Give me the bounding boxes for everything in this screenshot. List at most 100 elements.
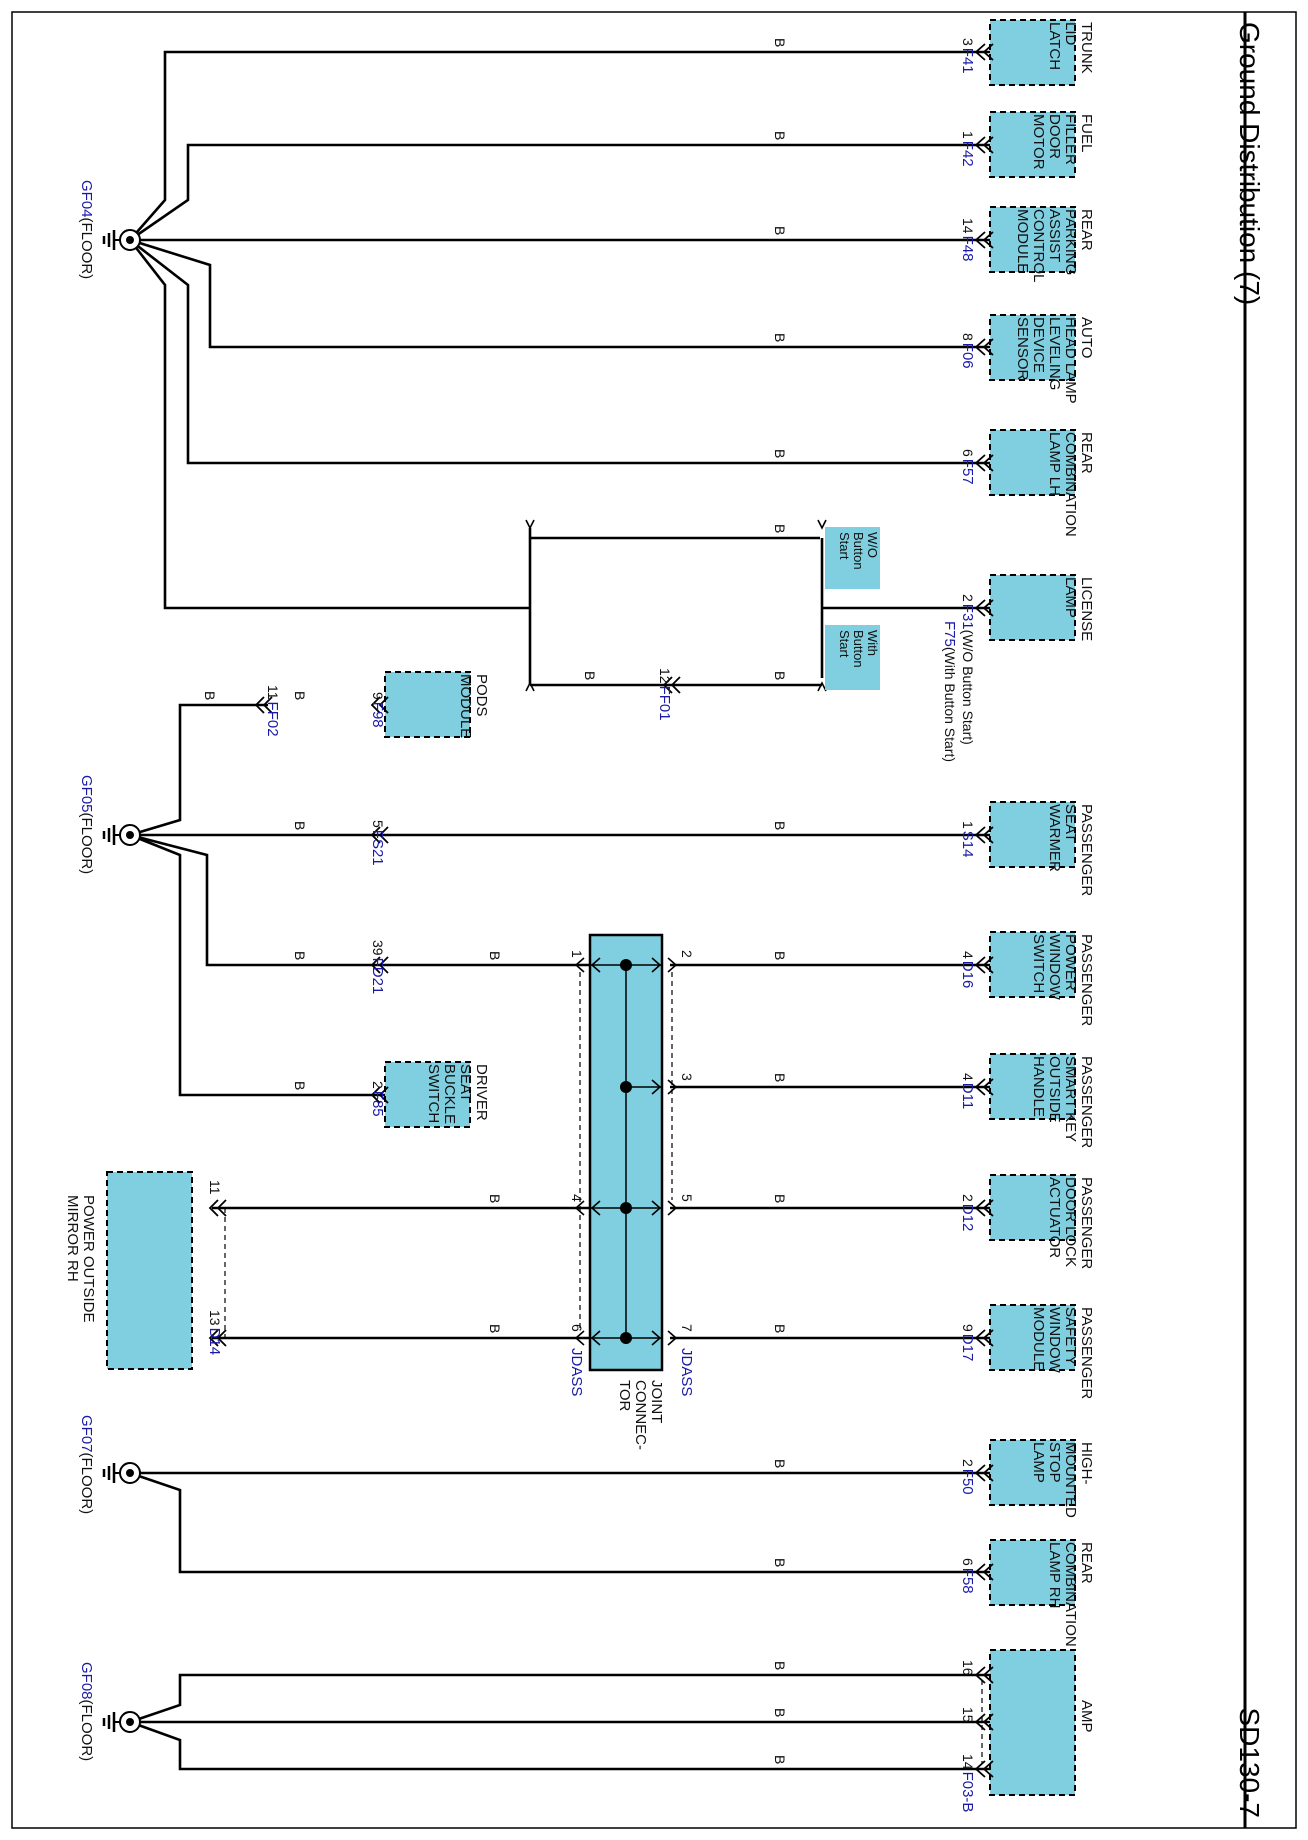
svg-text:15: 15 (960, 1707, 976, 1723)
svg-text:1F42: 1F42 (959, 131, 976, 167)
svg-text:B: B (772, 449, 788, 458)
branch-ticks (525, 519, 827, 692)
svg-text:4D11: 4D11 (959, 1073, 976, 1109)
component-labels: TRUNKLIDLATCH FUELFILLERDOORMOTOR REARPA… (64, 22, 1095, 1733)
option-with-button-label: WithButtonStart (837, 630, 880, 668)
svg-text:B: B (292, 951, 308, 960)
option-with-button-box (825, 625, 880, 690)
svg-text:3: 3 (679, 1073, 695, 1081)
ground-symbol-gf05 (102, 824, 141, 846)
fuel-filler-door-motor-box (989, 111, 1076, 178)
svg-text:AMP: AMP (1078, 1700, 1095, 1733)
license-lamp-box (989, 574, 1076, 641)
ground-label-gf07: GF07(FLOOR) (78, 1415, 95, 1514)
svg-text:B: B (772, 38, 788, 47)
ground-symbol-gf08 (102, 1711, 141, 1733)
svg-text:2F85: 2F85 (369, 1081, 386, 1117)
terminal-chevrons (208, 43, 994, 1778)
svg-text:JDASS: JDASS (678, 1348, 695, 1396)
svg-text:5FS21: 5FS21 (369, 820, 386, 866)
svg-text:FUELFILLERDOORMOTOR: FUELFILLERDOORMOTOR (1030, 114, 1095, 170)
svg-text:39FD21: 39FD21 (369, 940, 386, 994)
svg-text:9D17: 9D17 (959, 1324, 976, 1361)
svg-text:2F50: 2F50 (959, 1459, 976, 1495)
ground-symbol-gf07 (102, 1462, 141, 1484)
svg-text:4: 4 (569, 1194, 585, 1202)
ground-label-gf08: GF08(FLOOR) (78, 1662, 95, 1761)
passenger-seat-warmer-box (989, 801, 1076, 868)
svg-text:11FF02: 11FF02 (264, 685, 281, 737)
ground-symbol-gf04 (102, 229, 141, 251)
svg-text:HIGH-MOUNTEDSTOPLAMP: HIGH-MOUNTEDSTOPLAMP (1030, 1442, 1095, 1518)
svg-text:B: B (772, 1194, 788, 1203)
svg-text:5: 5 (679, 1194, 695, 1202)
svg-text:TRUNKLIDLATCH: TRUNKLIDLATCH (1046, 22, 1095, 74)
svg-text:PASSENGERSEATWARMER: PASSENGERSEATWARMER (1046, 804, 1095, 896)
svg-text:B: B (292, 691, 308, 700)
svg-text:6F57: 6F57 (959, 449, 976, 485)
ground-label-gf04: GF04(FLOOR) (78, 180, 95, 279)
rear-combination-rh-box (989, 1539, 1076, 1606)
svg-text:11: 11 (207, 1180, 223, 1195)
svg-text:B: B (772, 1459, 788, 1468)
svg-text:JDASS: JDASS (568, 1348, 585, 1396)
svg-text:B: B (772, 951, 788, 960)
power-outside-mirror-box (106, 1171, 193, 1370)
svg-text:PASSENGERSMART KEYOUTSIDEHANDL: PASSENGERSMART KEYOUTSIDEHANDLE (1030, 1056, 1095, 1148)
driver-seat-buckle-box (384, 1061, 471, 1128)
svg-text:B: B (772, 1755, 788, 1764)
svg-text:DRIVERSEATBUCKLESWITCH: DRIVERSEATBUCKLESWITCH (425, 1064, 490, 1124)
trunk-lid-latch-box (989, 19, 1076, 86)
svg-text:14F03-B: 14F03-B (959, 1754, 976, 1812)
svg-text:B: B (772, 671, 788, 680)
svg-text:1: 1 (569, 950, 585, 958)
svg-text:16: 16 (960, 1660, 976, 1676)
passenger-power-window-box (989, 931, 1076, 998)
svg-text:B: B (772, 131, 788, 140)
svg-text:REARCOMBINATIONLAMP RH: REARCOMBINATIONLAMP RH (1046, 1542, 1095, 1647)
svg-text:7: 7 (679, 1324, 695, 1332)
svg-text:POWER OUTSIDEMIRROR RH: POWER OUTSIDEMIRROR RH (64, 1195, 97, 1323)
svg-text:13D14: 13D14 (206, 1310, 223, 1355)
svg-text:PASSENGERDOOR LOCKACTUATOR: PASSENGERDOOR LOCKACTUATOR (1046, 1177, 1095, 1269)
dashed-links (224, 972, 673, 1338)
joint-connector (574, 933, 678, 1372)
svg-text:AUTOHEAD LAMPLEVELINGDEVICESEN: AUTOHEAD LAMPLEVELINGDEVICESENSOR (1014, 317, 1095, 404)
svg-text:6: 6 (569, 1324, 585, 1332)
svg-text:B: B (487, 1324, 503, 1333)
svg-text:6F58: 6F58 (959, 1558, 976, 1594)
option-wo-button-box (825, 527, 880, 589)
svg-text:B: B (487, 951, 503, 960)
rear-combination-lh-box (989, 429, 1076, 496)
svg-text:B: B (772, 524, 788, 533)
svg-text:PASSENGERPOWERWINDOWSWITCH: PASSENGERPOWERWINDOWSWITCH (1030, 934, 1095, 1026)
auto-head-lamp-box (989, 314, 1076, 381)
component-boxes (106, 19, 1076, 1796)
svg-text:B: B (772, 1558, 788, 1567)
svg-text:8F06: 8F06 (959, 333, 976, 369)
svg-text:B: B (772, 1661, 788, 1670)
svg-text:B: B (772, 821, 788, 830)
svg-text:12FF01: 12FF01 (656, 668, 673, 721)
page-frame (11, 11, 1297, 1829)
svg-text:4D16: 4D16 (959, 951, 976, 988)
svg-text:3F41: 3F41 (959, 38, 976, 74)
svg-text:LICENSELAMP: LICENSELAMP (1062, 577, 1095, 641)
wire-color-labels: B B B B B B B B B B B B B B B B B B B B … (202, 38, 788, 1764)
page-title: Ground Distribution (7) (1234, 22, 1265, 305)
svg-text:B: B (772, 226, 788, 235)
svg-text:2F31(W/O Button Start): 2F31(W/O Button Start) (959, 594, 976, 745)
ground-label-gf05: GF05(FLOOR) (78, 775, 95, 874)
svg-text:PODSMODULE: PODSMODULE (457, 674, 490, 738)
svg-text:9F98: 9F98 (369, 692, 386, 728)
svg-text:14F48: 14F48 (959, 218, 976, 261)
passenger-door-lock-box (989, 1174, 1076, 1241)
svg-text:B: B (292, 821, 308, 830)
svg-text:B: B (772, 333, 788, 342)
option-wo-button-label: W/OButtonStart (837, 532, 880, 570)
page-id: SD130-7 (1234, 1707, 1265, 1818)
svg-text:2: 2 (679, 950, 695, 958)
svg-text:REARCOMBINATIONLAMP LH: REARCOMBINATIONLAMP LH (1046, 432, 1095, 537)
svg-text:REARPARKINGASSISTCONTROLMODULE: REARPARKINGASSISTCONTROLMODULE (1014, 209, 1095, 282)
